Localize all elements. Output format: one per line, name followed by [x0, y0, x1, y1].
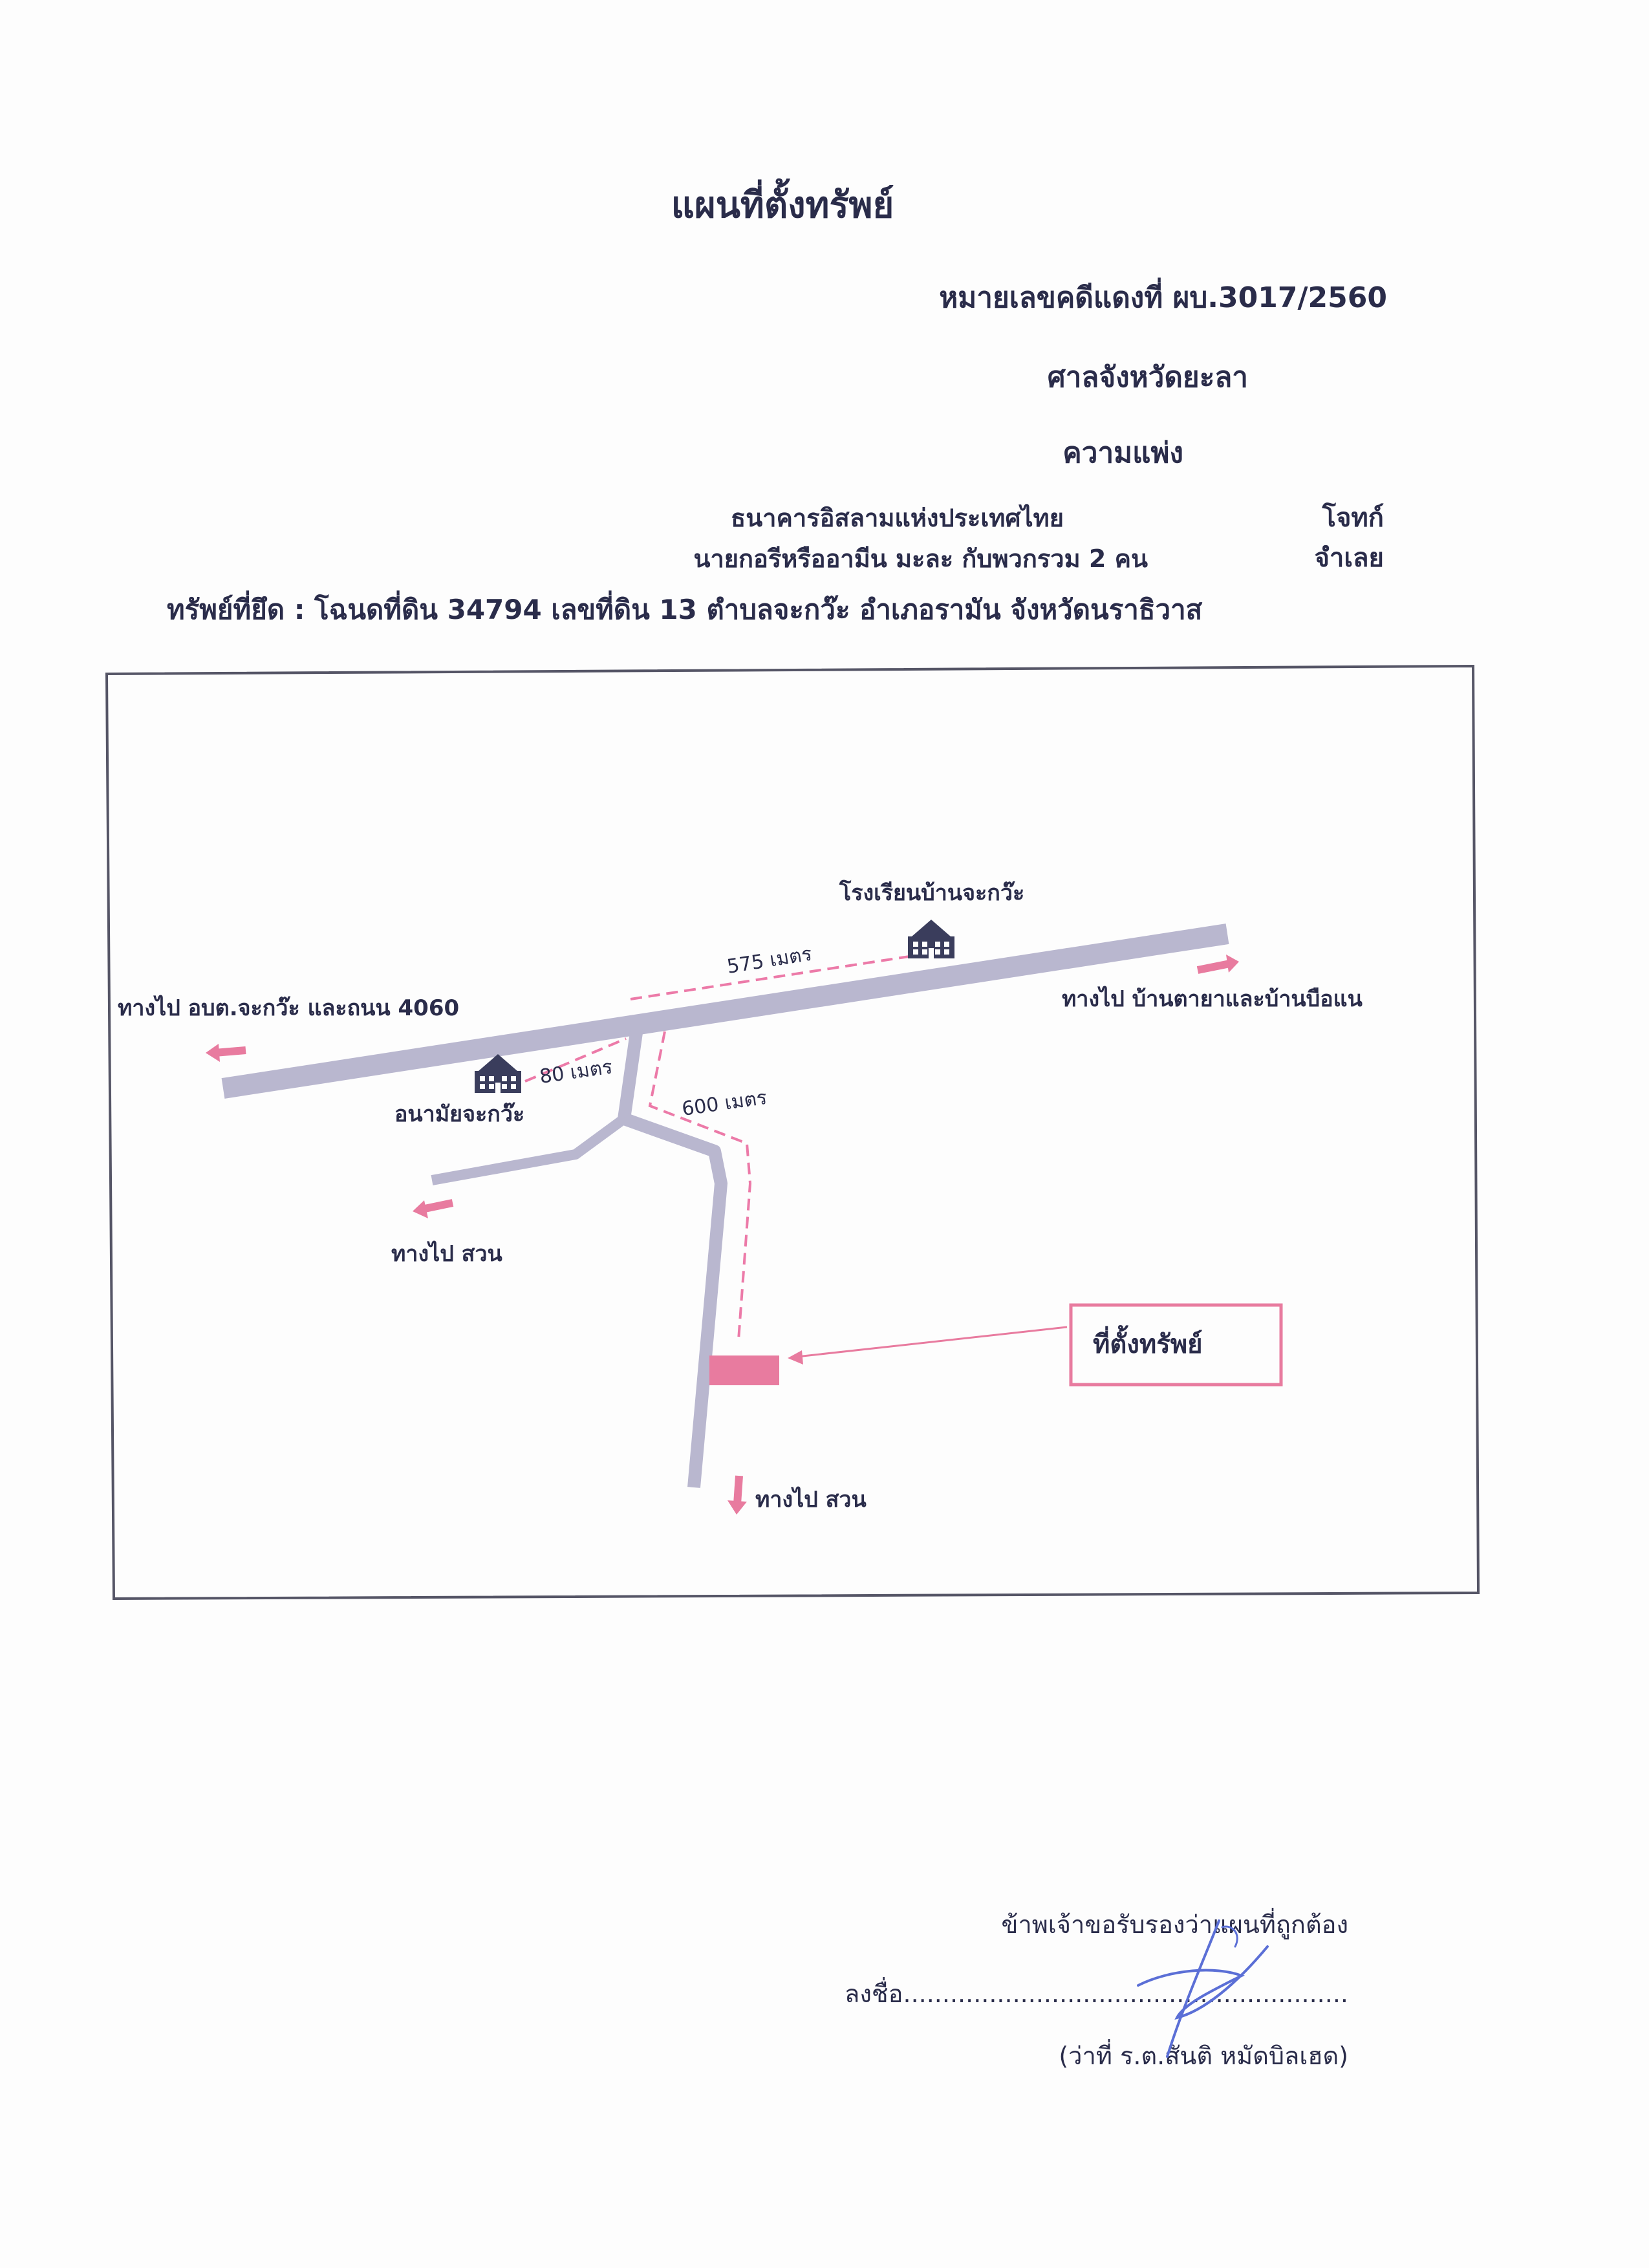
property-location-label: ที่ตั้งทรัพย์	[1093, 1325, 1203, 1359]
health-center-label: อนามัยจะกว๊ะ	[394, 1101, 524, 1127]
distance-routes	[524, 953, 927, 1341]
arrow-down-icon	[727, 1475, 747, 1515]
signature-line: ลงชื่อ..................................…	[845, 1980, 1348, 2008]
to-west-label: ทางไป อบต.จะกว๊ะ และถนน 4060	[118, 995, 459, 1021]
case-number: หมายเลขคดีแดงที่ ผบ.3017/2560	[939, 281, 1387, 314]
school-label: โรงเรียนบ้านจะกว๊ะ	[839, 880, 1024, 906]
case-type: ความแพ่ง	[1062, 437, 1183, 470]
roads	[221, 923, 1229, 1488]
arrow-right-icon	[1196, 955, 1239, 974]
health-center-building-icon	[475, 1054, 521, 1093]
to-east-label: ทางไป บ้านตายาและบ้านบือแน	[1062, 986, 1363, 1012]
to-garden-bottom-label: ทางไป สวน	[755, 1486, 867, 1513]
west-branch-road	[431, 1114, 627, 1185]
distance-600-label: 600 เมตร	[680, 1086, 768, 1121]
main-road	[221, 923, 1229, 1099]
south-road	[621, 1112, 727, 1488]
route-80	[524, 1037, 627, 1083]
defendant-name: นายกอรีหรืออามีน มะละ กับพวกรวม 2 คน	[693, 545, 1148, 573]
distance-80-label: 80 เมตร	[538, 1055, 614, 1088]
page-title: แผนที่ตั้งทรัพย์	[671, 184, 894, 226]
arrow-left-icon	[206, 1044, 246, 1062]
signer-name: (ว่าที่ ร.ต.สันติ หมัดบิลเฮด)	[1059, 2042, 1348, 2070]
route-575	[630, 953, 927, 1000]
certification-text: ข้าพเจ้าขอรับรองว่าแผนที่ถูกต้อง	[1001, 1910, 1348, 1939]
plaintiff-role: โจทก์	[1322, 503, 1384, 533]
plaintiff-name: ธนาคารอิสลามแห่งประเทศไทย	[731, 504, 1064, 532]
court-name: ศาลจังหวัดยะลา	[1047, 361, 1248, 394]
property-pointer-arrowhead	[788, 1350, 803, 1365]
defendant-role: จำเลย	[1314, 543, 1384, 573]
property-label-box	[1069, 1303, 1283, 1387]
map-frame	[105, 664, 1480, 1601]
school-building-icon	[908, 920, 954, 958]
arrow-left-icon	[413, 1199, 454, 1218]
to-garden-left-label: ทางไป สวน	[391, 1240, 502, 1267]
branch-road	[618, 1027, 643, 1120]
property-pointer-line	[796, 1326, 1068, 1358]
route-600	[648, 1031, 752, 1341]
property-marker	[709, 1355, 779, 1385]
handwritten-signature	[1137, 1919, 1269, 2058]
seized-property: ทรัพย์ที่ยึด : โฉนดที่ดิน 34794 เลขที่ดิ…	[167, 594, 1203, 625]
